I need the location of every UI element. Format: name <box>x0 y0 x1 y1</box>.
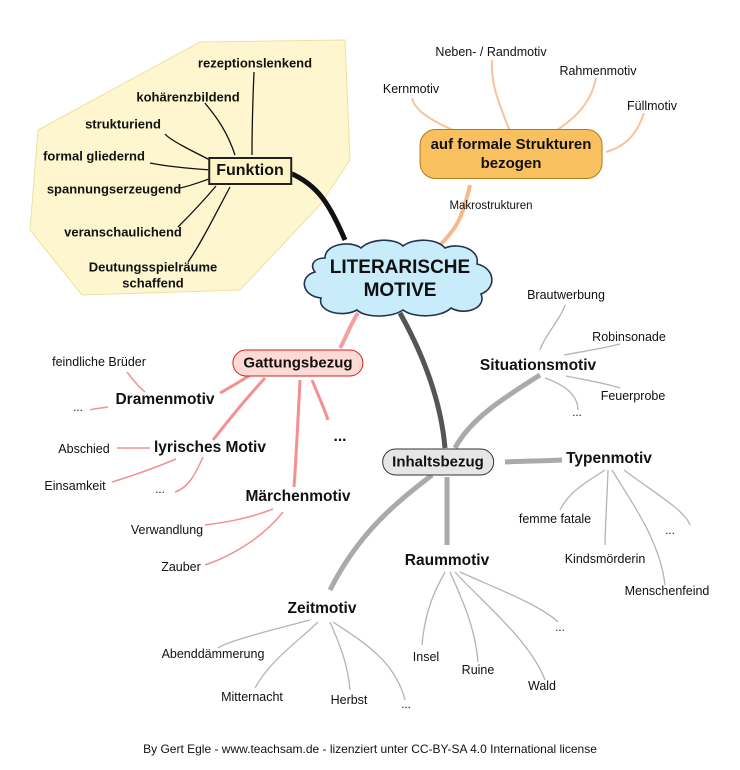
lyrisch-child[interactable]: ... <box>155 484 165 496</box>
typen-child[interactable]: Menschenfeind <box>624 584 710 598</box>
link-label-makrostrukturen: Makrostrukturen <box>449 200 533 212</box>
situation-child[interactable]: ... <box>572 407 582 419</box>
node-raummotiv[interactable]: Raummotiv <box>404 552 490 569</box>
raum-child[interactable]: Insel <box>412 650 440 664</box>
node-formal-line2: bezogen <box>480 155 542 172</box>
zeit-child[interactable]: Mitternacht <box>221 690 283 704</box>
situation-child[interactable]: Feuerprobe <box>600 389 666 403</box>
footer-license: By Gert Egle - www.teachsam.de - lizenzi… <box>143 742 597 756</box>
formal-child[interactable]: Rahmenmotiv <box>559 64 637 78</box>
node-funktion[interactable]: Funktion <box>208 157 292 185</box>
zeit-child[interactable]: ... <box>401 699 411 711</box>
funktion-child[interactable]: veranschaulichend <box>64 224 182 240</box>
funktion-links <box>149 71 255 263</box>
funktion-child[interactable]: Deutungsspielräume <box>88 259 218 275</box>
dramen-child[interactable]: ... <box>73 402 83 414</box>
funktion-child[interactable]: rezeptionslenkend <box>197 55 313 71</box>
node-formale-strukturen[interactable]: auf formale Strukturen bezogen <box>419 129 603 179</box>
central-topic-line2: MOTIVE <box>363 280 437 301</box>
zeit-child[interactable]: Herbst <box>330 693 368 707</box>
center-cloud <box>303 239 493 317</box>
link-center-gattung <box>338 311 360 350</box>
situation-child[interactable]: Robinsonade <box>592 330 666 344</box>
typen-child[interactable]: femme fatale <box>518 512 592 526</box>
link-center-formal <box>438 184 472 247</box>
funktion-child[interactable]: strukturiend <box>85 116 161 132</box>
gattung-links <box>211 373 330 488</box>
raum-child[interactable]: Wald <box>527 679 557 693</box>
node-maerchenmotiv[interactable]: Märchenmotiv <box>245 488 351 505</box>
situation-child[interactable]: Brautwerbung <box>527 288 605 302</box>
formal-child[interactable]: Füllmotiv <box>626 99 678 113</box>
raum-child[interactable]: Ruine <box>461 663 495 677</box>
central-topic[interactable]: LITERARISCHE MOTIVE <box>330 256 470 302</box>
funktion-child[interactable]: formal gliedernd <box>43 148 145 164</box>
maerchen-child[interactable]: Zauber <box>161 560 201 574</box>
node-formal-line1: auf formale Strukturen <box>430 136 592 153</box>
link-center-inhalt <box>397 311 448 449</box>
funktion-child[interactable]: kohärenzbildend <box>136 89 240 105</box>
lyrisch-child[interactable]: Einsamkeit <box>44 479 106 493</box>
zeit-child[interactable]: Abenddämmerung <box>161 647 265 661</box>
maerchen-child[interactable]: Verwandlung <box>130 523 204 537</box>
inhalt-sublinks <box>217 304 691 701</box>
typen-child[interactable]: Kindsmörderin <box>564 552 646 566</box>
funktion-region <box>29 39 351 296</box>
funktion-child[interactable]: spannungserzeugend <box>46 181 182 197</box>
node-zeitmotiv[interactable]: Zeitmotiv <box>287 600 357 617</box>
typen-child[interactable]: ... <box>665 525 675 537</box>
gattung-more[interactable]: ... <box>333 428 347 445</box>
node-lyrisches-motiv[interactable]: lyrisches Motiv <box>154 439 266 456</box>
node-dramenmotiv[interactable]: Dramenmotiv <box>115 391 215 408</box>
inhalt-links <box>327 372 563 592</box>
node-inhaltsbezug[interactable]: Inhaltsbezug <box>382 448 494 476</box>
lyrisch-child[interactable]: Abschied <box>58 442 110 456</box>
node-typenmotiv[interactable]: Typenmotiv <box>566 450 652 467</box>
central-topic-line1: LITERARISCHE <box>329 257 471 278</box>
node-situationsmotiv[interactable]: Situationsmotiv <box>479 357 597 374</box>
node-gattungsbezug[interactable]: Gattungsbezug <box>232 349 364 377</box>
link-center-funktion <box>288 170 348 241</box>
funktion-child-cont: schaffend <box>122 275 184 291</box>
raum-child[interactable]: ... <box>555 622 565 634</box>
gattung-sublinks <box>89 371 284 566</box>
formal-child[interactable]: Neben- / Randmotiv <box>435 45 547 59</box>
dramen-child[interactable]: feindliche Brüder <box>52 355 146 369</box>
formal-child[interactable]: Kernmotiv <box>382 82 440 96</box>
